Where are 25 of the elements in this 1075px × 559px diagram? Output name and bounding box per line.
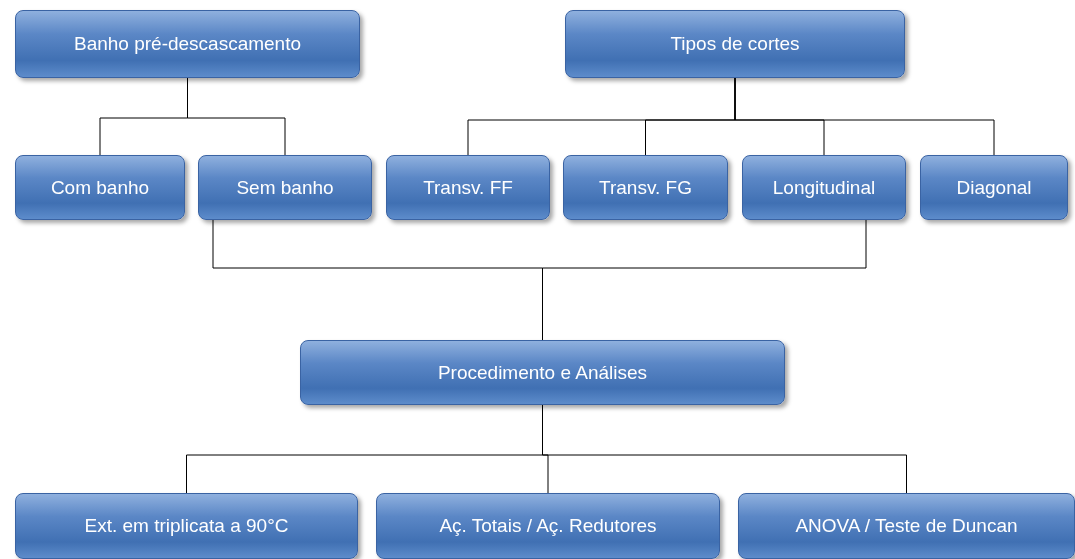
process-box (376, 493, 720, 559)
process-box (198, 155, 372, 220)
box-label: Diagonal (956, 176, 1032, 199)
process-box (300, 340, 785, 405)
box-label: Com banho (50, 176, 150, 199)
box-label: Procedimento e Análises (437, 361, 648, 384)
process-box (563, 155, 728, 220)
process-box (742, 155, 906, 220)
box-label: ANOVA / Teste de Duncan (795, 515, 1018, 537)
box-label: Sem banho (236, 176, 334, 199)
box-label: Tipos de cortes (670, 33, 800, 55)
process-box (386, 155, 550, 220)
box-label: Banho pré-descascamento (73, 33, 302, 55)
box-label: Transv. FG (599, 176, 692, 199)
process-box (920, 155, 1068, 220)
box-label: Ext. em triplicata a 90°C (84, 515, 289, 537)
process-box (738, 493, 1075, 559)
box-label: Transv. FF (423, 176, 513, 199)
process-box (15, 493, 358, 559)
process-box (15, 155, 185, 220)
box-label: Longitudinal (772, 176, 876, 199)
connector-line (734, 77, 995, 156)
box-label: Aç. Totais / Aç. Redutores (439, 515, 657, 537)
process-box (565, 10, 905, 78)
process-box (15, 10, 360, 78)
